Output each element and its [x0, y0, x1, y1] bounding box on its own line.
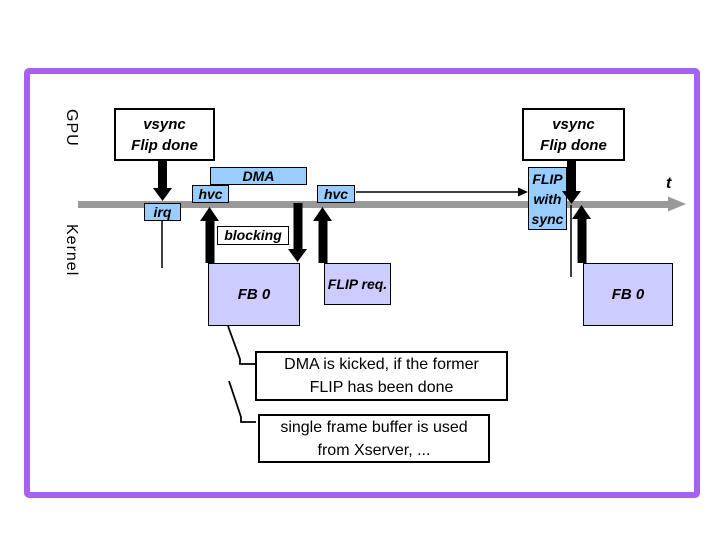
lane-label-gpu: GPU [63, 109, 80, 147]
callout-connector-fb-note [228, 380, 256, 423]
vsync-flip-done-box-right: vsync Flip done [522, 108, 625, 161]
callout-dma-note: DMA is kicked, if the former FLIP has be… [255, 351, 508, 401]
dma-down-arrow-icon [288, 203, 307, 262]
timeline-arrowhead-icon [668, 196, 686, 212]
lane-label-kernel: Kernel [63, 224, 80, 277]
vsync-right-down-arrow-icon [562, 161, 581, 204]
fb0-box-right: FB 0 [583, 263, 673, 326]
hvc-box-right: hvc [317, 185, 355, 203]
irq-box: irq [144, 203, 181, 221]
timeline-bar [78, 201, 668, 208]
fb0-right-up-arrow-icon [572, 205, 591, 263]
callout-connector-dma-note [227, 325, 256, 365]
flip-req-up-arrow-icon [313, 207, 332, 263]
hvc-box-left: hvc [192, 185, 229, 203]
dma-box: DMA [210, 167, 307, 185]
vsync-flip-done-box-left: vsync Flip done [114, 108, 215, 161]
flip-req-box: FLIP req. [324, 263, 391, 305]
flip-with-sync-box: FLIP with sync [528, 167, 567, 230]
blocking-box: blocking [217, 226, 289, 245]
vsync-left-down-arrow-icon [153, 160, 172, 201]
hvc-to-flip-arrow-icon [356, 187, 528, 197]
fb0-left-up-arrow-icon [200, 207, 219, 263]
time-axis-label: t [666, 175, 672, 192]
callout-fb-note: single frame buffer is used from Xserver… [258, 414, 490, 463]
fb0-box-left: FB 0 [208, 263, 300, 326]
